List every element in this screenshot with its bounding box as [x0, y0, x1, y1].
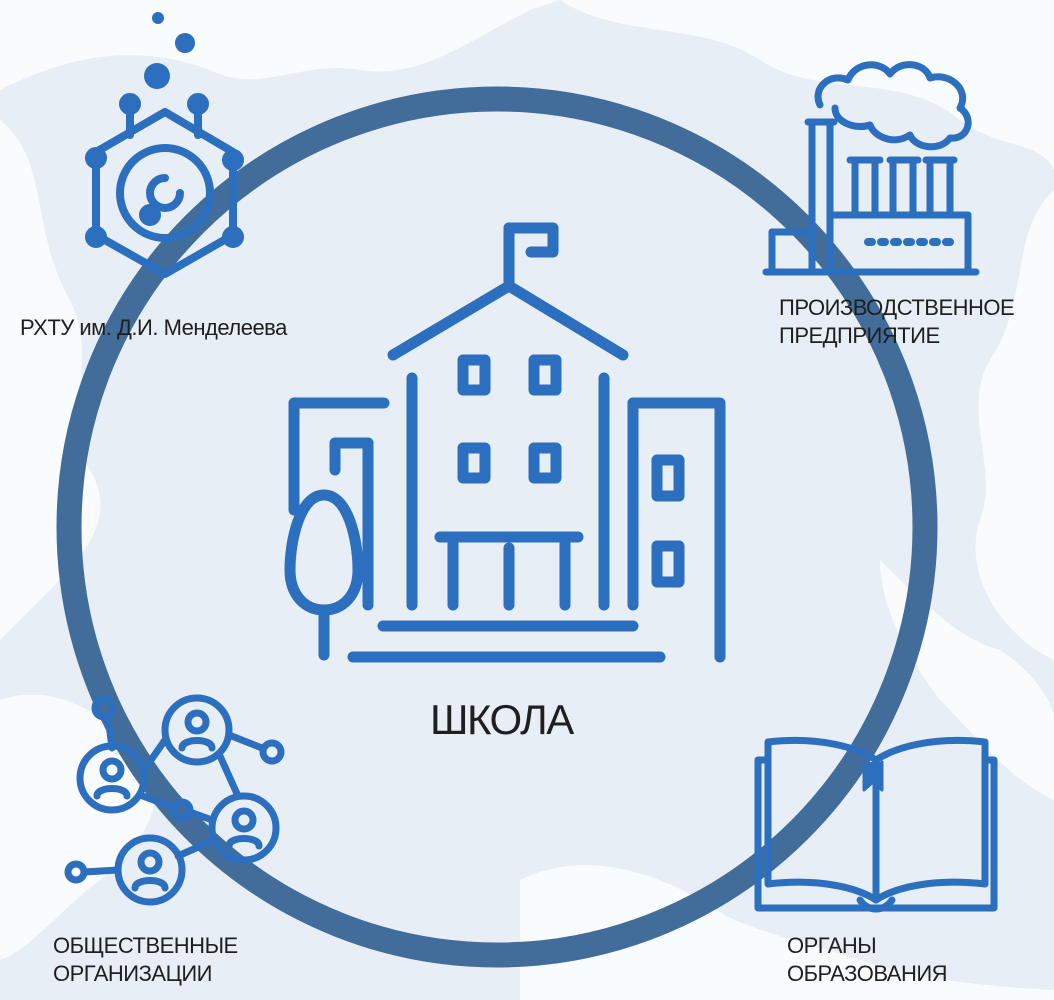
node-label-public-line2: ОРГАНИЗАЦИИ — [53, 960, 212, 986]
center-label-school: ШКОЛА — [430, 696, 574, 743]
chemistry-molecule-icon — [85, 12, 244, 278]
school-building-icon — [284, 222, 726, 663]
people-network-icon — [64, 694, 285, 906]
node-label-industry-line2: ПРЕДПРИЯТИЕ — [779, 322, 940, 348]
connection-ring — [56, 86, 938, 968]
node-label-education: ОРГАНЫ ОБРАЗОВАНИЯ — [787, 932, 948, 987]
node-label-industry: ПРОИЗВОДСТВЕННОЕ ПРЕДПРИЯТИЕ — [779, 294, 1015, 349]
node-label-education-line2: ОБРАЗОВАНИЯ — [787, 960, 948, 986]
open-book-icon — [754, 736, 998, 913]
node-label-public-line1: ОБЩЕСТВЕННЫЕ — [53, 933, 238, 958]
node-label-rhtu: РХТУ им. Д.И. Менделеева — [20, 315, 287, 340]
node-label-education-line1: ОРГАНЫ — [787, 933, 877, 958]
node-label-public: ОБЩЕСТВЕННЫЕ ОРГАНИЗАЦИИ — [53, 932, 238, 987]
factory-icon — [762, 61, 980, 276]
node-label-industry-line1: ПРОИЗВОДСТВЕННОЕ — [779, 295, 1015, 320]
